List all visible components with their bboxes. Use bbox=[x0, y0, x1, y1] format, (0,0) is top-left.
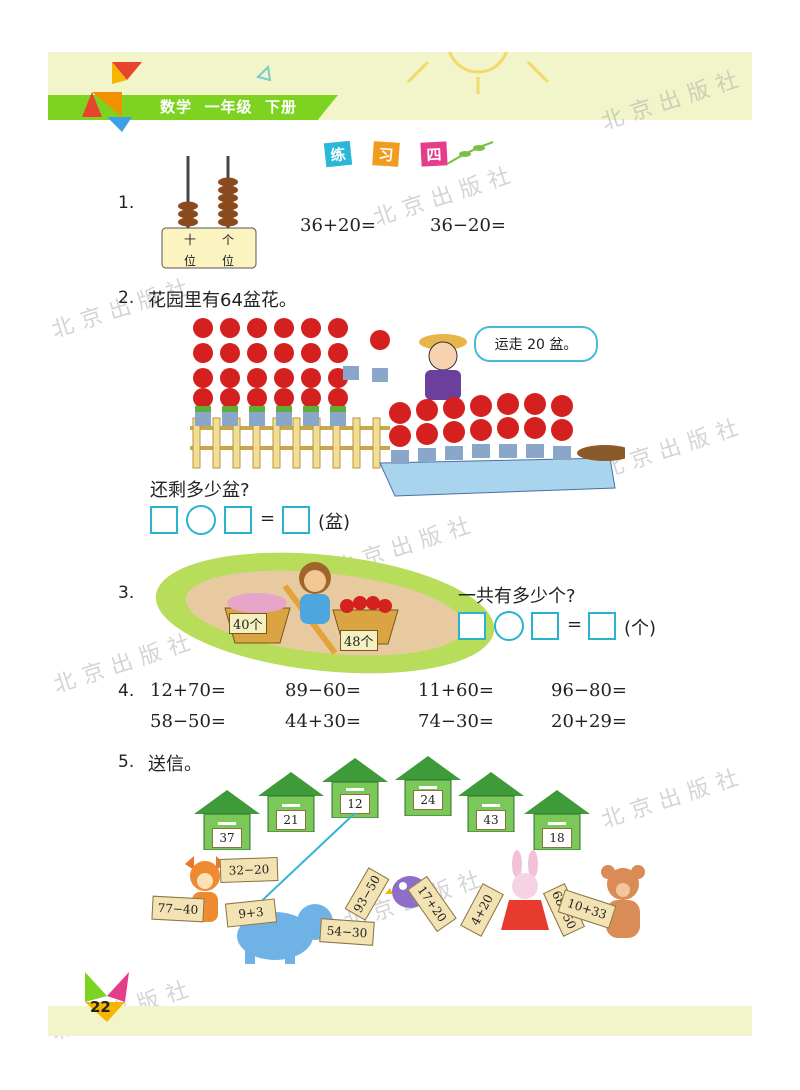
unit-label: (个) bbox=[624, 618, 657, 639]
answer-box[interactable] bbox=[588, 612, 616, 640]
header-subject: 数学 bbox=[160, 98, 193, 116]
bear-icon bbox=[601, 865, 645, 938]
answer-box[interactable] bbox=[150, 506, 178, 534]
header-title: 数学 一年级 下册 bbox=[160, 96, 297, 117]
watermark: 北京出版社 bbox=[598, 763, 749, 834]
equation: 36−20= bbox=[430, 215, 506, 236]
section-title: 练 习 四 bbox=[323, 140, 448, 168]
house-number: 24 bbox=[413, 790, 443, 810]
question-number: 2. bbox=[118, 288, 135, 308]
page-number: 22 bbox=[90, 998, 111, 1016]
tangram-footer-icon bbox=[85, 972, 129, 1022]
abacus-icon bbox=[161, 156, 257, 269]
question-number: 4. bbox=[118, 681, 135, 701]
equals-sign: = bbox=[567, 614, 583, 635]
mailbox-house: 24 bbox=[395, 756, 461, 820]
answer-box[interactable] bbox=[224, 506, 252, 534]
question-text: 花园里有64盆花。 bbox=[148, 290, 297, 311]
speech-bubble: 运走 20 盆。 bbox=[474, 326, 598, 362]
sun-decoration-icon bbox=[406, 52, 550, 94]
equation: 74−30= bbox=[418, 711, 494, 732]
equation: 44+30= bbox=[285, 711, 361, 732]
operator-circle[interactable] bbox=[186, 505, 216, 535]
monkey-baskets-illustration bbox=[155, 552, 495, 674]
equation: 58−50= bbox=[150, 711, 226, 732]
page-footer bbox=[48, 1006, 752, 1036]
equation: 89−60= bbox=[285, 680, 361, 701]
header-volume: 下册 bbox=[264, 98, 297, 116]
rabbit-icon bbox=[501, 850, 549, 930]
section-title-char: 习 bbox=[372, 141, 400, 167]
equation: 96−80= bbox=[551, 680, 627, 701]
answer-box[interactable] bbox=[531, 612, 559, 640]
equation: 12+70= bbox=[150, 680, 226, 701]
basket-label: 48个 bbox=[340, 630, 378, 651]
equation: 11+60= bbox=[418, 680, 494, 701]
section-title-char: 四 bbox=[420, 141, 448, 167]
tangram-logo-icon bbox=[82, 62, 142, 132]
question-text: 还剩多少盆? bbox=[150, 480, 250, 501]
header-grade: 一年级 bbox=[204, 98, 253, 116]
equation: 36+20= bbox=[300, 215, 376, 236]
mailbox-house: 12 bbox=[322, 758, 388, 822]
house-number: 43 bbox=[476, 810, 506, 830]
letter-card[interactable]: 77−40 bbox=[151, 895, 205, 923]
equals-sign: = bbox=[260, 508, 276, 529]
mailbox-house: 18 bbox=[524, 790, 590, 854]
equation: 20+29= bbox=[551, 711, 627, 732]
leaf-decoration-icon bbox=[446, 141, 494, 165]
question-text: 送信。 bbox=[148, 754, 202, 775]
flower-garden-illustration bbox=[190, 318, 625, 497]
answer-box[interactable] bbox=[282, 506, 310, 534]
house-number: 18 bbox=[542, 828, 572, 848]
abacus-label-ones: 位 bbox=[222, 254, 235, 268]
mailbox-house: 21 bbox=[258, 772, 324, 836]
question-number: 3. bbox=[118, 583, 135, 603]
question-number: 5. bbox=[118, 752, 135, 772]
star-decoration-icon bbox=[256, 64, 272, 82]
house-number: 21 bbox=[276, 810, 306, 830]
question-number: 1. bbox=[118, 193, 135, 213]
section-title-char: 练 bbox=[323, 140, 353, 168]
abacus-label-tens: 十 bbox=[184, 233, 197, 247]
connector-line bbox=[251, 812, 356, 911]
mailbox-house: 43 bbox=[458, 772, 524, 836]
abacus-label-tens: 位 bbox=[184, 254, 197, 268]
house-number: 37 bbox=[212, 828, 242, 848]
letter-card[interactable]: 32−20 bbox=[219, 856, 279, 884]
mailbox-house: 37 bbox=[194, 790, 260, 854]
operator-circle[interactable] bbox=[494, 611, 524, 641]
basket-label: 40个 bbox=[229, 613, 267, 634]
abacus-label-ones: 个 bbox=[222, 233, 235, 247]
answer-box[interactable] bbox=[458, 612, 486, 640]
question-text: 一共有多少个? bbox=[458, 586, 576, 607]
unit-label: (盆) bbox=[318, 512, 351, 533]
letter-card[interactable]: 54−30 bbox=[319, 918, 375, 946]
